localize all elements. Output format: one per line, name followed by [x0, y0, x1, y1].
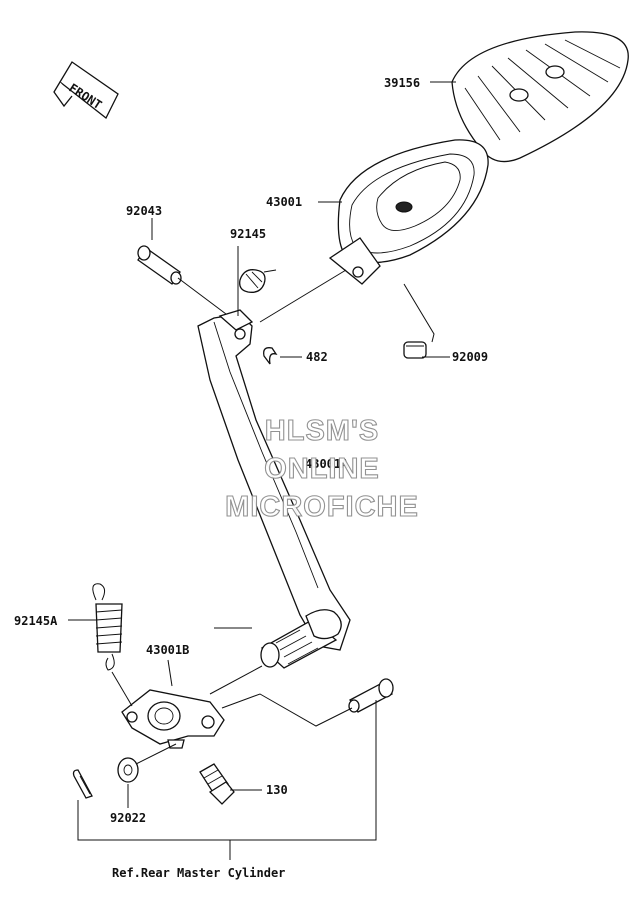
- pedal-rubber-pad-39156: [451, 31, 629, 163]
- watermark-line-2: ONLINE: [264, 453, 380, 485]
- leader-lines: [68, 81, 456, 860]
- label-130: 130: [266, 783, 288, 797]
- lever-43001b: [121, 689, 225, 749]
- label-92022: 92022: [110, 811, 146, 825]
- label-92145: 92145: [230, 227, 266, 241]
- pin-92043: [137, 245, 182, 285]
- clevis-pin: [348, 678, 394, 713]
- spring-92145: [239, 269, 277, 293]
- front-arrow-icon: FRONT: [53, 61, 119, 120]
- label-43001a: 43001A: [305, 457, 349, 471]
- pedal-shaft-spline: [260, 609, 342, 669]
- cotter-pin: [72, 769, 93, 799]
- snap-ring-482: [263, 347, 278, 365]
- label-482: 482: [306, 350, 328, 364]
- return-spring-92145a: [92, 583, 123, 671]
- bolt-92009: [403, 341, 427, 359]
- brake-pedal-arm-43001a: [197, 309, 351, 651]
- label-ref-rear-master-cylinder: Ref.Rear Master Cylinder: [112, 866, 285, 880]
- label-92145a: 92145A: [14, 614, 58, 628]
- bolt-130: [199, 763, 235, 805]
- label-92043: 92043: [126, 204, 162, 218]
- watermark: HLSM'S ONLINE MICROFICHE: [225, 414, 419, 523]
- watermark-line-3: MICROFICHE: [225, 491, 419, 523]
- washer-92022: [117, 757, 139, 783]
- label-43001: 43001: [266, 195, 302, 209]
- label-92009: 92009: [452, 350, 488, 364]
- watermark-line-1: HLSM'S: [265, 415, 379, 447]
- pedal-plate-43001: [328, 139, 489, 285]
- label-39156: 39156: [384, 76, 420, 90]
- label-43001b: 43001B: [146, 643, 189, 657]
